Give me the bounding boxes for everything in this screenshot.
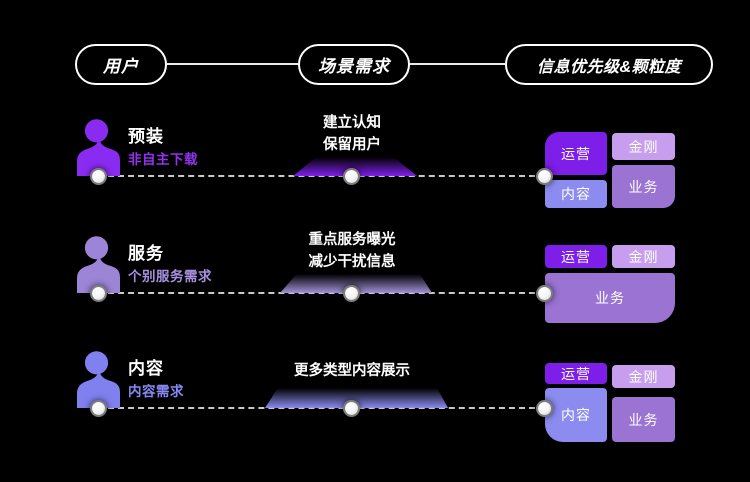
timeline-dashed-line bbox=[98, 407, 545, 409]
box-jingang: 金刚 bbox=[612, 245, 675, 268]
box-yunying: 运营 bbox=[545, 363, 607, 384]
box-neirong: 内容 bbox=[545, 388, 607, 442]
header-pill-priority-granularity: 信息优先级&颗粒度 bbox=[505, 44, 713, 85]
header-pill-scenario: 场景需求 bbox=[298, 44, 410, 85]
box-yewu: 业务 bbox=[612, 397, 675, 442]
spotlight-trapezoid bbox=[280, 274, 432, 293]
timeline-dot bbox=[92, 170, 105, 183]
timeline-dot bbox=[538, 170, 551, 183]
scenario-text: 更多类型内容展示 bbox=[272, 360, 432, 382]
timeline-dashed-line bbox=[98, 292, 545, 294]
header-connector-line bbox=[167, 63, 298, 65]
row-title: 服务 bbox=[128, 244, 164, 263]
scenario-line: 重点服务曝光 bbox=[308, 232, 396, 248]
timeline-dot bbox=[92, 402, 105, 415]
box-jingang: 金刚 bbox=[612, 133, 675, 160]
row-title: 内容 bbox=[128, 359, 164, 378]
box-yunying: 运营 bbox=[545, 245, 607, 268]
timeline-dot bbox=[345, 287, 358, 300]
box-neirong: 内容 bbox=[545, 180, 607, 208]
user-icon bbox=[75, 351, 122, 408]
user-icon bbox=[75, 119, 122, 176]
box-yewu-wide: 业务 bbox=[545, 273, 675, 323]
scenario-line: 保留用户 bbox=[323, 137, 381, 153]
timeline-dot bbox=[345, 402, 358, 415]
user-icon bbox=[75, 236, 122, 293]
timeline-dot bbox=[92, 287, 105, 300]
scenario-line: 建立认知 bbox=[323, 115, 381, 131]
scenario-text: 重点服务曝光 减少干扰信息 bbox=[272, 229, 432, 273]
scenario-text: 建立认知 保留用户 bbox=[272, 112, 432, 156]
box-yewu: 业务 bbox=[612, 165, 675, 208]
spotlight-trapezoid bbox=[265, 388, 448, 408]
scenario-line: 减少干扰信息 bbox=[308, 254, 396, 270]
header-pill-users: 用户 bbox=[75, 44, 167, 85]
row-title: 预装 bbox=[128, 127, 164, 146]
header-connector-line bbox=[410, 63, 505, 65]
row-subtitle: 内容需求 bbox=[128, 384, 184, 399]
row-subtitle: 非自主下载 bbox=[128, 152, 198, 167]
timeline-dot bbox=[345, 170, 358, 183]
timeline-dashed-line bbox=[98, 175, 545, 177]
box-yunying: 运营 bbox=[545, 132, 607, 175]
box-jingang: 金刚 bbox=[612, 365, 675, 388]
scenario-line: 更多类型内容展示 bbox=[294, 363, 410, 379]
timeline-dot bbox=[538, 287, 551, 300]
row-subtitle: 个别服务需求 bbox=[128, 269, 212, 284]
timeline-dot bbox=[538, 402, 551, 415]
spotlight-trapezoid bbox=[293, 157, 417, 176]
